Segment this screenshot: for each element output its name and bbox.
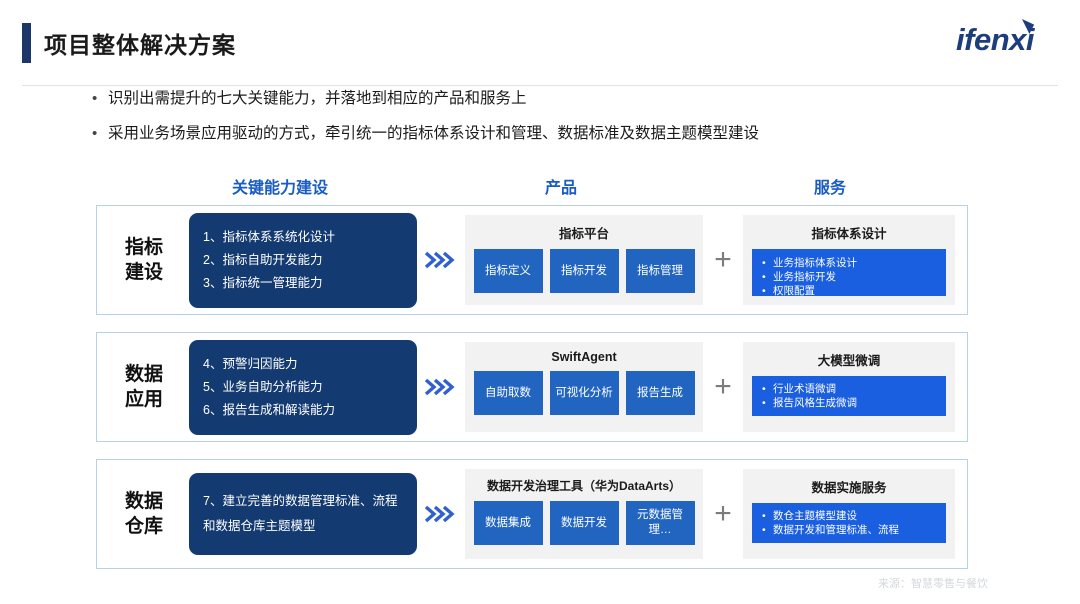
service-item-text: 权限配置 bbox=[773, 285, 815, 297]
service-item: • 数据开发和管理标准、流程 bbox=[762, 523, 940, 537]
product-panel: SwiftAgent 自助取数 可视化分析 报告生成 bbox=[465, 342, 703, 432]
service-bullet-marker: • bbox=[762, 524, 766, 536]
service-item: • 业务指标体系设计 bbox=[762, 256, 940, 270]
solution-row-data-application: 数据 应用 4、预警归因能力 5、业务自助分析能力 6、报告生成和解读能力 Sw… bbox=[96, 332, 968, 442]
product-panel-title: SwiftAgent bbox=[551, 350, 617, 364]
product-panel: 指标平台 指标定义 指标开发 指标管理 bbox=[465, 215, 703, 305]
solution-row-metrics: 指标 建设 1、指标体系系统化设计 2、指标自助开发能力 3、指标统一管理能力 … bbox=[96, 205, 968, 315]
capability-item: 2、指标自助开发能力 bbox=[203, 252, 323, 267]
row-label-line1: 数据 bbox=[124, 491, 163, 512]
row-label-line1: 指标 bbox=[124, 237, 163, 258]
service-item: • 业务指标开发 bbox=[762, 270, 940, 284]
service-panel: 大模型微调 • 行业术语微调 • 报告风格生成微调 bbox=[743, 342, 955, 432]
product-chip-group: 指标定义 指标开发 指标管理 bbox=[465, 249, 703, 293]
service-bullet-marker: • bbox=[762, 257, 766, 269]
column-header-service: 服务 bbox=[814, 180, 847, 197]
column-headers: 关键能力建设 产品 服务 bbox=[0, 174, 1080, 198]
bullet-list: • 识别出需提升的七大关键能力，并落地到相应的产品和服务上 • 采用业务场景应用… bbox=[92, 88, 1012, 158]
capability-item: 4、预警归因能力 bbox=[203, 356, 298, 371]
service-item: • 权限配置 bbox=[762, 284, 940, 298]
bottom-edge bbox=[0, 600, 1080, 604]
service-panel: 数据实施服务 • 数仓主题模型建设 • 数据开发和管理标准、流程 bbox=[743, 469, 955, 559]
capability-item: 6、报告生成和解读能力 bbox=[203, 402, 335, 417]
service-item: • 行业术语微调 bbox=[762, 382, 940, 396]
slide-header: 项目整体解决方案 ifenxi bbox=[0, 19, 1080, 86]
service-panel-title: 指标体系设计 bbox=[811, 227, 887, 241]
solution-row-data-warehouse: 数据 仓库 7、建立完善的数据管理标准、流程和数据仓库主题模型 数据开发治理工具… bbox=[96, 459, 968, 569]
row-label: 数据 仓库 bbox=[101, 489, 187, 539]
header-divider bbox=[22, 85, 1058, 86]
plus-icon: + bbox=[714, 370, 732, 403]
service-item-text: 业务指标体系设计 bbox=[773, 257, 857, 269]
product-chip[interactable]: 报告生成 bbox=[625, 371, 695, 415]
chevron-right-icon bbox=[417, 504, 463, 524]
capability-item: 5、业务自助分析能力 bbox=[203, 379, 323, 394]
service-panel-title: 大模型微调 bbox=[817, 354, 881, 368]
product-panel-title: 指标平台 bbox=[558, 227, 609, 241]
capability-item: 7、建立完善的数据管理标准、流程和数据仓库主题模型 bbox=[203, 494, 398, 533]
capability-box: 4、预警归因能力 5、业务自助分析能力 6、报告生成和解读能力 bbox=[189, 339, 417, 435]
service-bullet-marker: • bbox=[762, 383, 766, 395]
service-bullet-marker: • bbox=[762, 285, 766, 297]
service-item-box: • 行业术语微调 • 报告风格生成微调 bbox=[752, 376, 946, 416]
product-chip[interactable]: 指标定义 bbox=[473, 249, 543, 293]
capability-item: 3、指标统一管理能力 bbox=[203, 275, 323, 290]
bullet-item: • 识别出需提升的七大关键能力，并落地到相应的产品和服务上 bbox=[92, 88, 1012, 110]
chevron-right-icon bbox=[417, 377, 463, 397]
bullet-text: 识别出需提升的七大关键能力，并落地到相应的产品和服务上 bbox=[108, 90, 527, 107]
product-chip[interactable]: 自助取数 bbox=[473, 371, 543, 415]
product-chip[interactable]: 数据集成 bbox=[473, 501, 543, 545]
service-item-box: • 业务指标体系设计 • 业务指标开发 • 权限配置 bbox=[752, 249, 946, 298]
source-attribution: 来源：智慧零售与餐饮 bbox=[878, 578, 988, 590]
product-chip-group: 数据集成 数据开发 元数据管理… bbox=[465, 501, 703, 545]
row-label: 指标 建设 bbox=[101, 235, 187, 285]
bullet-marker: • bbox=[92, 125, 98, 142]
chevron-right-icon bbox=[417, 250, 463, 270]
row-label-line2: 仓库 bbox=[124, 516, 163, 537]
capability-box: 7、建立完善的数据管理标准、流程和数据仓库主题模型 bbox=[189, 473, 417, 555]
service-item: • 报告风格生成微调 bbox=[762, 396, 940, 410]
product-chip[interactable]: 可视化分析 bbox=[549, 371, 619, 415]
column-header-product: 产品 bbox=[545, 180, 578, 197]
service-panel-title: 数据实施服务 bbox=[811, 481, 887, 495]
service-item-box: • 数仓主题模型建设 • 数据开发和管理标准、流程 bbox=[752, 503, 946, 543]
service-bullet-marker: • bbox=[762, 271, 766, 283]
capability-item: 1、指标体系系统化设计 bbox=[203, 229, 335, 244]
bullet-item: • 采用业务场景应用驱动的方式，牵引统一的指标体系设计和管理、数据标准及数据主题… bbox=[92, 123, 1012, 145]
row-label: 数据 应用 bbox=[101, 362, 187, 412]
service-item-text: 业务指标开发 bbox=[773, 271, 836, 283]
service-item-text: 行业术语微调 bbox=[773, 383, 836, 395]
service-item-text: 报告风格生成微调 bbox=[773, 397, 857, 409]
column-header-capability: 关键能力建设 bbox=[232, 180, 329, 197]
bullet-text: 采用业务场景应用驱动的方式，牵引统一的指标体系设计和管理、数据标准及数据主题模型… bbox=[108, 125, 760, 142]
logo-swoosh-icon bbox=[1021, 19, 1035, 34]
row-label-line2: 应用 bbox=[124, 389, 163, 410]
product-chip[interactable]: 数据开发 bbox=[549, 501, 619, 545]
row-label-line1: 数据 bbox=[124, 364, 163, 385]
capability-box: 1、指标体系系统化设计 2、指标自助开发能力 3、指标统一管理能力 bbox=[189, 212, 417, 308]
plus-icon: + bbox=[714, 243, 732, 276]
bullet-marker: • bbox=[92, 90, 98, 107]
service-panel: 指标体系设计 • 业务指标体系设计 • 业务指标开发 • 权限配置 bbox=[743, 215, 955, 305]
title-accent-bar bbox=[22, 23, 31, 63]
ifenxi-logo: ifenxi bbox=[956, 19, 1034, 58]
product-panel: 数据开发治理工具（华为DataArts） 数据集成 数据开发 元数据管理… bbox=[465, 469, 703, 559]
product-chip[interactable]: 指标开发 bbox=[549, 249, 619, 293]
service-item-text: 数据开发和管理标准、流程 bbox=[773, 524, 899, 536]
product-panel-title: 数据开发治理工具（华为DataArts） bbox=[486, 479, 682, 493]
product-chip-group: 自助取数 可视化分析 报告生成 bbox=[465, 371, 703, 415]
page-title: 项目整体解决方案 bbox=[44, 32, 236, 58]
service-bullet-marker: • bbox=[762, 510, 766, 522]
plus-icon: + bbox=[714, 497, 732, 530]
product-chip[interactable]: 元数据管理… bbox=[625, 501, 695, 545]
service-item: • 数仓主题模型建设 bbox=[762, 509, 940, 523]
logo-text: ifenxi bbox=[956, 22, 1034, 57]
product-chip[interactable]: 指标管理 bbox=[625, 249, 695, 293]
service-item-text: 数仓主题模型建设 bbox=[773, 510, 857, 522]
row-label-line2: 建设 bbox=[124, 262, 163, 283]
service-bullet-marker: • bbox=[762, 397, 766, 409]
